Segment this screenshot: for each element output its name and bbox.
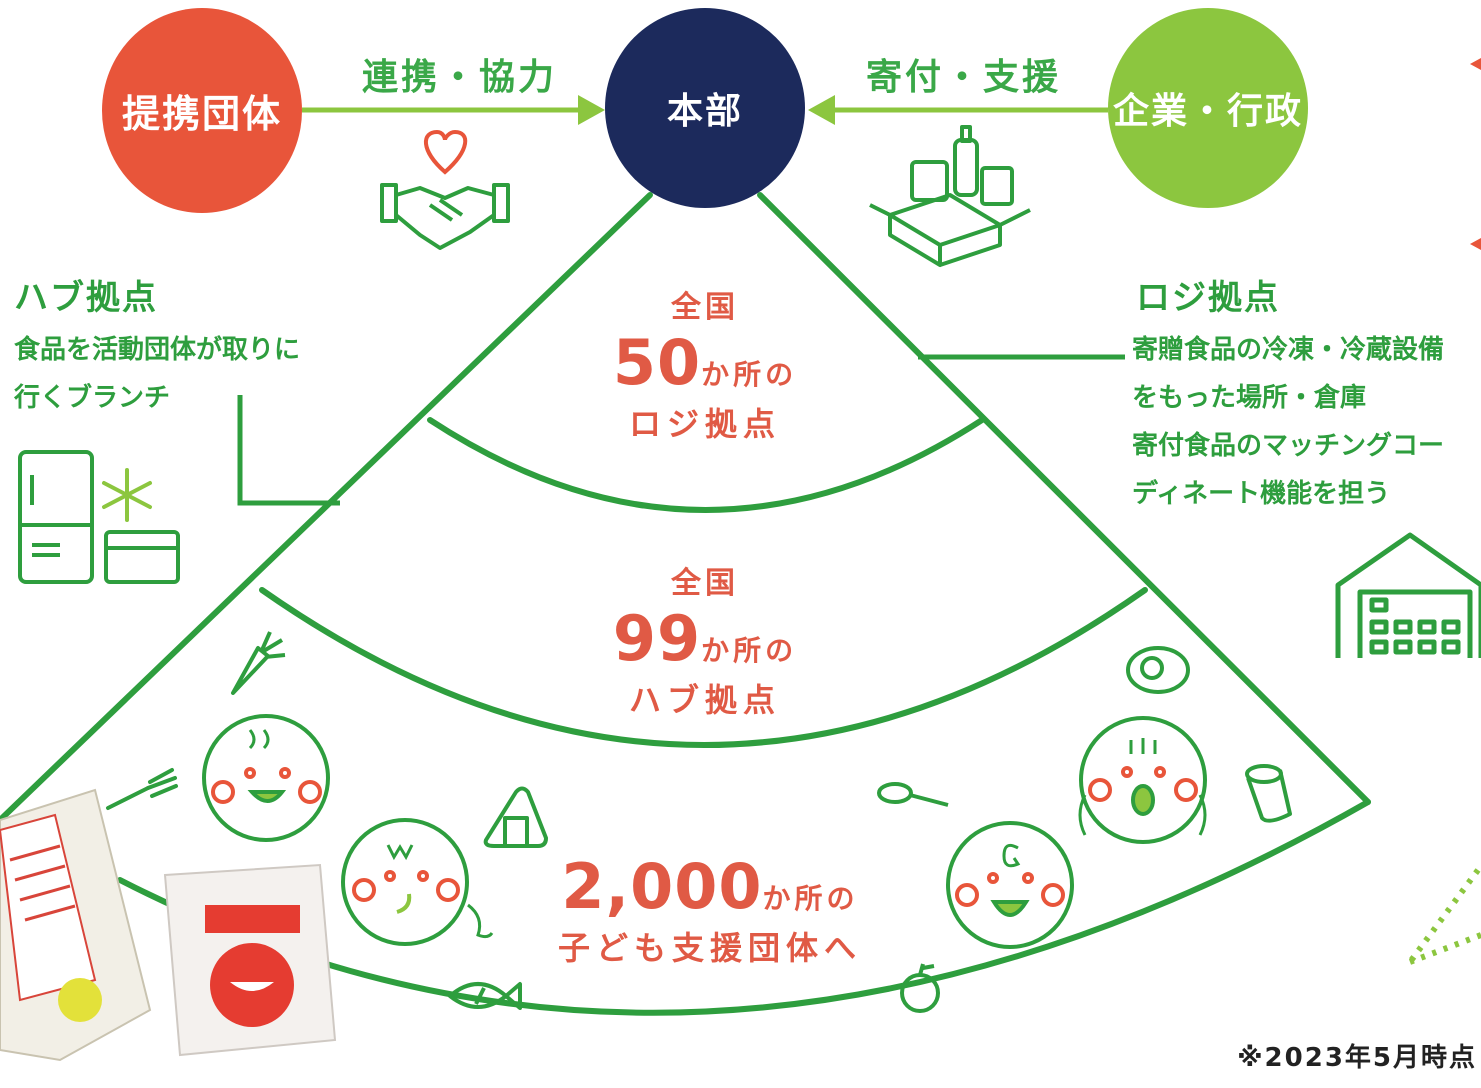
logi-desc-line: をもった場所・倉庫 — [1132, 383, 1367, 413]
fish-icon — [448, 982, 522, 1010]
fridge-icon — [18, 450, 180, 584]
cup-icon — [1245, 764, 1292, 823]
zone1-scope: 全国 — [671, 290, 739, 325]
logi-desc-line: ディネート機能を担う — [1132, 479, 1391, 509]
zone1-number: 50 — [612, 326, 702, 399]
onigiri-icon — [483, 786, 548, 848]
zone-child-support-count: 2,000か所の 子ども支援団体へ — [540, 850, 880, 969]
spoon-icon — [877, 782, 949, 807]
zone1-unit: か所の — [701, 358, 798, 391]
apple-icon — [900, 963, 940, 1013]
zone3-kind: 子ども支援団体へ — [557, 929, 862, 967]
warehouse-icon — [1335, 532, 1481, 658]
hub-title: ハブ拠点 — [14, 278, 158, 318]
zone2-scope: 全国 — [671, 566, 739, 601]
partner-organizations-circle: 提携団体 — [102, 8, 302, 213]
red-mark-decoration — [1470, 58, 1481, 250]
zone2-number: 99 — [612, 602, 702, 675]
headquarters-circle: 本部 — [605, 8, 805, 208]
zone3-number: 2,000 — [561, 850, 763, 923]
partner-label: 提携団体 — [121, 92, 282, 136]
logi-desc-line: 寄贈食品の冷凍・冷蔵設備 — [1132, 335, 1445, 365]
corp-label: 企業・行政 — [1112, 91, 1303, 132]
zone-logi-count: 全国 50か所の ロジ拠点 — [560, 282, 850, 445]
hub-desc-line: 行くブランチ — [14, 383, 171, 413]
hq-label: 本部 — [666, 91, 743, 132]
hub-desc-line: 食品を活動団体が取りに — [14, 335, 301, 365]
heart-icon — [423, 129, 468, 175]
smiley-face-icon — [1078, 716, 1207, 844]
companies-government-circle: 企業・行政 — [1108, 8, 1308, 208]
hub-leader-line — [237, 395, 340, 506]
arrow-coop — [302, 95, 605, 125]
hub-description: 食品を活動団体が取りに 行くブランチ — [14, 326, 354, 422]
arrow-donate — [808, 95, 1108, 125]
dotted-arrow-decoration — [1407, 868, 1481, 965]
zone2-kind: ハブ拠点 — [628, 681, 781, 719]
zone3-unit: か所の — [762, 882, 859, 915]
product-mayonnaise-image — [0, 788, 152, 1062]
logi-description: 寄贈食品の冷凍・冷蔵設備 をもった場所・倉庫 寄付食品のマッチングコー ディネー… — [1132, 326, 1444, 518]
smiley-face-icon — [202, 714, 330, 842]
carrot-icon — [231, 631, 286, 695]
fan-outline — [0, 192, 1371, 1016]
zone2-unit: か所の — [701, 634, 798, 667]
snowflake-icon — [102, 468, 152, 522]
egg-icon — [1126, 646, 1190, 694]
coop-arrow-label: 連携・協力 — [362, 57, 558, 98]
zone-hub-count: 全国 99か所の ハブ拠点 — [560, 558, 850, 721]
product-sugar-image — [163, 863, 337, 1057]
date-note: ※2023年5月時点 — [1237, 1043, 1477, 1073]
zone1-kind: ロジ拠点 — [628, 405, 781, 443]
logi-title: ロジ拠点 — [1136, 278, 1280, 318]
smiley-face-icon — [341, 818, 494, 946]
box-icon — [869, 125, 1031, 267]
logi-desc-line: 寄付食品のマッチングコー — [1132, 431, 1445, 461]
handshake-icon — [380, 183, 510, 250]
fork-icon — [106, 768, 178, 810]
smiley-face-icon — [946, 821, 1074, 949]
donate-arrow-label: 寄付・支援 — [866, 57, 1062, 98]
